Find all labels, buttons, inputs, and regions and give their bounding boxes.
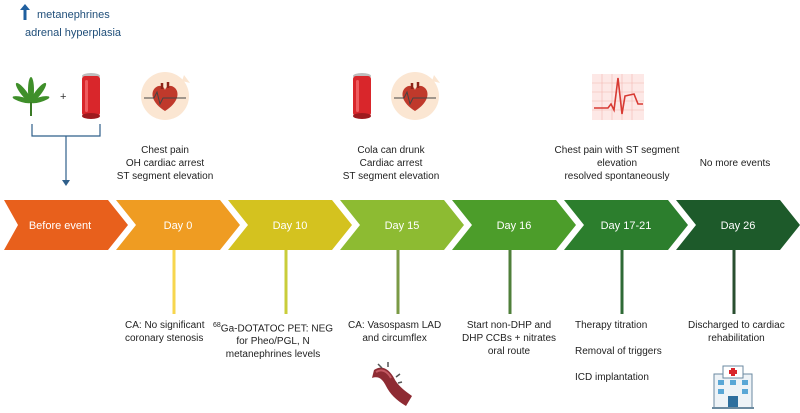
cannabis-leaf-icon — [12, 77, 50, 116]
event-line: DHP CCBs + nitrates — [462, 333, 557, 344]
timeline-segment — [452, 200, 576, 250]
event-line: 68Ga-DOTATOC PET: NEG — [213, 319, 333, 335]
timeline-stem — [172, 250, 176, 314]
event-above-day26: No more events — [680, 157, 790, 170]
event-line: Therapy titration — [575, 320, 648, 331]
event-below-day16: Start non-DHP and DHP CCBs + nitrates or… — [462, 319, 556, 358]
event-line: Chest pain — [141, 145, 189, 156]
event-line: for Pheo/PGL, N — [236, 336, 310, 348]
timeline-label: Day 17-21 — [601, 220, 652, 232]
ecg-strip-icon — [592, 74, 644, 120]
cola-can-icon-2 — [353, 73, 371, 119]
header: metanephrines adrenal hyperplasia — [8, 4, 168, 40]
event-above-day15: Cola can drunk Cardiac arrest ST segment… — [326, 144, 456, 183]
event-line: metanephrines levels — [225, 349, 321, 361]
event-line: resolved spontaneously — [564, 171, 670, 182]
timeline-segment — [676, 200, 800, 250]
event-line: CA: Vasospasm LAD — [348, 320, 442, 331]
event-line: CA: No significant — [125, 320, 205, 331]
event-line-text: Ga-DOTATOC PET: NEG — [220, 323, 334, 335]
event-below-day26: Discharged to cardiac rehabilitation — [688, 319, 785, 345]
header-line-2: adrenal hyperplasia — [25, 27, 122, 39]
timeline-stem — [732, 250, 736, 314]
event-line: Cardiac arrest — [359, 158, 423, 169]
timeline-stem — [508, 250, 512, 314]
event-below-day17-21: Therapy titration Removal of triggers IC… — [575, 319, 662, 384]
timeline-segment — [340, 200, 464, 250]
cola-can-icon — [82, 73, 100, 119]
event-below-day0: CA: No significant coronary stenosis — [125, 319, 204, 345]
event-line: Start non-DHP and — [466, 320, 552, 331]
timeline-stem — [284, 250, 288, 314]
header-line-1: metanephrines — [37, 9, 110, 21]
event-line: rehabilitation — [708, 333, 765, 344]
event-line: Cola can drunk — [357, 145, 425, 156]
event-below-day15: CA: Vasospasm LAD and circumflex — [348, 319, 441, 345]
timeline-label: Before event — [29, 220, 91, 232]
plus-icon: + — [60, 91, 67, 103]
event-above-day17-21: Chest pain with ST segment elevation res… — [542, 144, 692, 183]
timeline-label: Day 26 — [721, 220, 756, 232]
event-below-day10: 68Ga-DOTATOC PET: NEG for Pheo/PGL, N me… — [213, 319, 333, 361]
timeline-stem — [396, 250, 400, 314]
heart-icon-2 — [391, 72, 440, 120]
timeline-label: Day 10 — [273, 220, 308, 232]
timeline-label: Day 16 — [497, 220, 532, 232]
event-line: OH cardiac arrest — [125, 158, 205, 169]
timeline-segment — [564, 200, 688, 250]
timeline-segment — [228, 200, 352, 250]
event-line: Discharged to cardiac — [688, 320, 785, 331]
timeline-segment — [4, 200, 128, 250]
event-line: oral route — [487, 346, 531, 357]
artery-vasospasm-icon — [372, 362, 412, 406]
timeline-label: Day 0 — [164, 220, 193, 232]
event-above-day0: Chest pain OH cardiac arrest ST segment … — [100, 144, 230, 183]
event-line: Chest pain with ST segment — [554, 145, 680, 156]
event-line: Removal of triggers — [575, 346, 662, 357]
event-line: No more events — [699, 158, 771, 169]
timeline-label: Day 15 — [385, 220, 420, 232]
event-line: ST segment elevation — [342, 171, 440, 182]
timeline-stem — [620, 250, 624, 314]
isotope-superscript: 68 — [213, 322, 221, 329]
event-line: coronary stenosis — [125, 333, 204, 344]
event-line: ICD implantation — [575, 372, 649, 383]
heart-icon — [141, 72, 190, 120]
timeline-segment — [116, 200, 240, 250]
bracket — [31, 124, 101, 186]
event-line: elevation — [596, 158, 638, 169]
up-arrow-icon — [20, 4, 30, 20]
event-line: ST segment elevation — [116, 171, 214, 182]
event-line: and circumflex — [362, 333, 427, 344]
hospital-icon — [712, 365, 754, 409]
